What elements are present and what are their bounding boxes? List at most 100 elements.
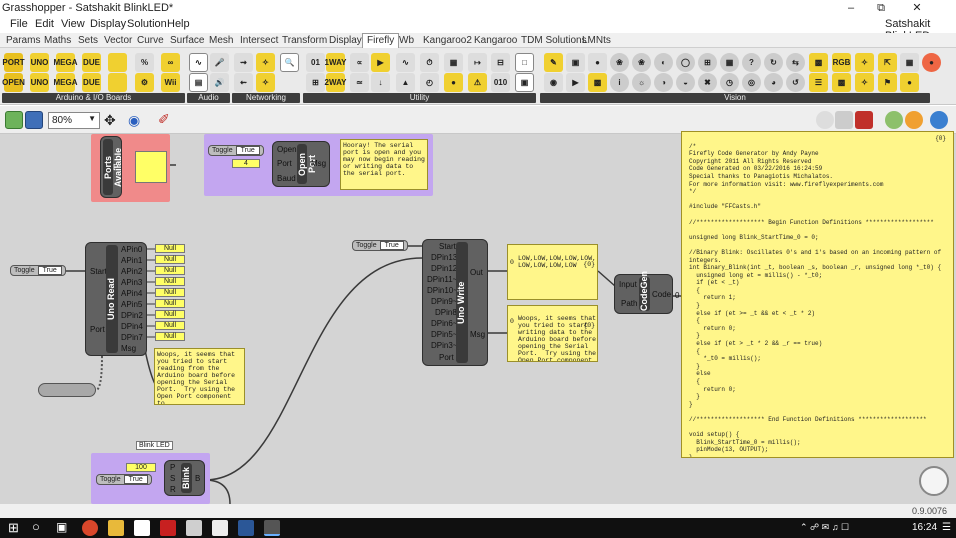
question-icon[interactable]: ?	[742, 53, 761, 72]
uno-write-toggle[interactable]: Toggle True	[352, 240, 408, 251]
microphone-icon[interactable]: 🎤	[210, 53, 229, 72]
window-icon[interactable]: □	[515, 53, 534, 72]
aperture-1-icon[interactable]: ❀	[610, 53, 629, 72]
chrome-icon[interactable]	[82, 520, 98, 536]
due-read-icon[interactable]: DUE	[82, 53, 101, 72]
fader-icon[interactable]: ≃	[350, 73, 369, 92]
search-icon[interactable]: ○	[32, 519, 40, 534]
port-number-panel[interactable]: 4	[232, 159, 260, 168]
speaker-icon[interactable]: 🔊	[210, 73, 229, 92]
uno-write-input-dpin10[interactable]: DPin10~	[427, 286, 458, 295]
open-port-message-panel[interactable]: Hooray! The serial port is open and you …	[340, 139, 428, 190]
ports-available-output[interactable]: P	[113, 163, 119, 172]
null-panel[interactable]: Null	[155, 310, 185, 319]
shaded-icon[interactable]	[885, 111, 903, 129]
osc-listen-icon[interactable]: ✧	[256, 73, 275, 92]
mega-write-icon[interactable]: MEGA	[54, 73, 78, 92]
rgb-circles-icon[interactable]: ●	[922, 53, 941, 72]
matrix-icon[interactable]: ⊟	[491, 53, 510, 72]
codegen-output-code[interactable]: Code	[652, 290, 672, 299]
contrast-icon[interactable]: ◐	[654, 53, 673, 72]
menu-solution[interactable]: Solution	[127, 18, 167, 30]
null-panel[interactable]: Null	[155, 266, 185, 275]
ports-available-component[interactable]: Ports Available P	[100, 136, 123, 198]
uno-write-input-start[interactable]: Start	[439, 242, 456, 251]
sphere-icon[interactable]	[930, 111, 948, 129]
tab-mesh[interactable]: Mesh	[209, 35, 234, 46]
uno-read-output-apin2[interactable]: APin2	[121, 267, 143, 276]
open-port-component[interactable]: Open Port Baud Open Port Msg	[272, 141, 330, 187]
uno-read-output-apin5[interactable]: APin5	[121, 300, 143, 309]
tab-params[interactable]: Params	[6, 35, 41, 46]
osc-send-icon[interactable]: ✧	[256, 53, 275, 72]
one-way-icon[interactable]: 1WAY	[325, 53, 346, 72]
color-grid-icon[interactable]: ▦	[900, 53, 919, 72]
binary-blink-icon[interactable]: 01	[306, 53, 325, 72]
graph-icon[interactable]: ▲	[396, 73, 415, 92]
codegen-input-path[interactable]: Path	[621, 299, 638, 308]
uno-write-output-msg[interactable]: Msg	[470, 330, 486, 339]
channels-icon[interactable]: ▩	[832, 73, 851, 92]
uno-write-msg-panel[interactable]: {0} 0 Woops, it seems that you tried to …	[507, 305, 598, 362]
blob-icon[interactable]: ●	[588, 53, 607, 72]
windows-start-icon[interactable]: ⊞	[8, 520, 19, 535]
points-icon[interactable]: ✧	[855, 73, 874, 92]
refresh-icon[interactable]: ↻	[764, 53, 783, 72]
uno-read-output-apin0[interactable]: APin0	[121, 245, 143, 254]
uno-write-icon[interactable]: UNO	[30, 73, 49, 92]
null-panel[interactable]: Null	[155, 332, 185, 341]
invert-icon[interactable]: ◑	[654, 73, 673, 92]
tab-intersect[interactable]: Intersect	[240, 35, 279, 46]
ports-panel[interactable]	[135, 151, 167, 183]
tray-icons[interactable]: ⌃ ☍ ✉ ♫ ☐	[800, 522, 850, 532]
tab-wb[interactable]: Wb	[399, 35, 414, 46]
uno-write-input-dpin12[interactable]: DPin12	[431, 264, 458, 273]
codegen-input-input[interactable]: Input	[619, 280, 637, 289]
uno-read-output-msg[interactable]: Msg	[121, 344, 137, 353]
uno-write-output-out[interactable]: Out	[470, 268, 483, 277]
histogram-icon[interactable]: ▩	[809, 53, 828, 72]
open-port-input-port[interactable]: Port	[277, 159, 292, 168]
null-panel[interactable]: Null	[155, 277, 185, 286]
tracker-icon[interactable]: ✧	[855, 53, 874, 72]
tab-transform[interactable]: Transform	[282, 35, 328, 46]
menu-file[interactable]: File	[10, 18, 28, 30]
menu-view[interactable]: View	[61, 18, 85, 30]
percent-icon[interactable]: %	[135, 53, 154, 72]
motion-icon[interactable]: ⇱	[878, 53, 897, 72]
hatch-icon[interactable]	[835, 111, 853, 129]
blink-output-b[interactable]: B	[195, 474, 201, 483]
pen-icon[interactable]: ✎	[544, 53, 563, 72]
notifications-icon[interactable]: ☰	[942, 522, 951, 533]
tab-kangaroo2[interactable]: Kangaroo2	[423, 35, 472, 46]
word-icon[interactable]	[238, 520, 254, 536]
waveform-icon[interactable]: ∿	[189, 53, 208, 72]
tab-vector[interactable]: Vector	[104, 35, 133, 46]
uno-read-message-panel[interactable]: Woops, it seems that you tried to start …	[154, 348, 245, 405]
link-icon[interactable]: ∞	[161, 53, 180, 72]
store-icon[interactable]	[134, 520, 150, 536]
tab-tdm-solutions[interactable]: TDM Solutions	[521, 35, 587, 46]
brightness-icon[interactable]: ☼	[632, 73, 651, 92]
uno-read-output-apin4[interactable]: APin4	[121, 289, 143, 298]
half-circle-icon[interactable]: ◒	[676, 73, 695, 92]
menu-edit[interactable]: Edit	[35, 18, 54, 30]
tab-display[interactable]: Display	[329, 35, 362, 46]
uno-write-input-dpin5[interactable]: DPin5~	[431, 330, 458, 339]
uno-read-output-apin1[interactable]: APin1	[121, 256, 143, 265]
due-write-icon[interactable]: DUE	[82, 73, 101, 92]
wii-icon[interactable]: Wii	[161, 73, 180, 92]
filter-icon[interactable]: ↓	[371, 73, 390, 92]
photos-icon[interactable]	[212, 520, 228, 536]
file-explorer-icon[interactable]	[108, 520, 124, 536]
constrain-icon[interactable]: ↦	[468, 53, 487, 72]
tab-maths[interactable]: Maths	[44, 35, 72, 46]
timer-icon[interactable]: ◴	[420, 73, 439, 92]
open-port-input-open[interactable]: Open	[277, 145, 297, 154]
serial-read-icon[interactable]	[108, 73, 127, 92]
warning-icon[interactable]: ⚠	[468, 73, 487, 92]
info-icon[interactable]: i	[610, 73, 629, 92]
cross-icon[interactable]: ✖	[698, 73, 717, 92]
uno-read-output-dpin4[interactable]: DPin4	[121, 322, 143, 331]
open-port-icon[interactable]: OPEN	[2, 73, 25, 92]
